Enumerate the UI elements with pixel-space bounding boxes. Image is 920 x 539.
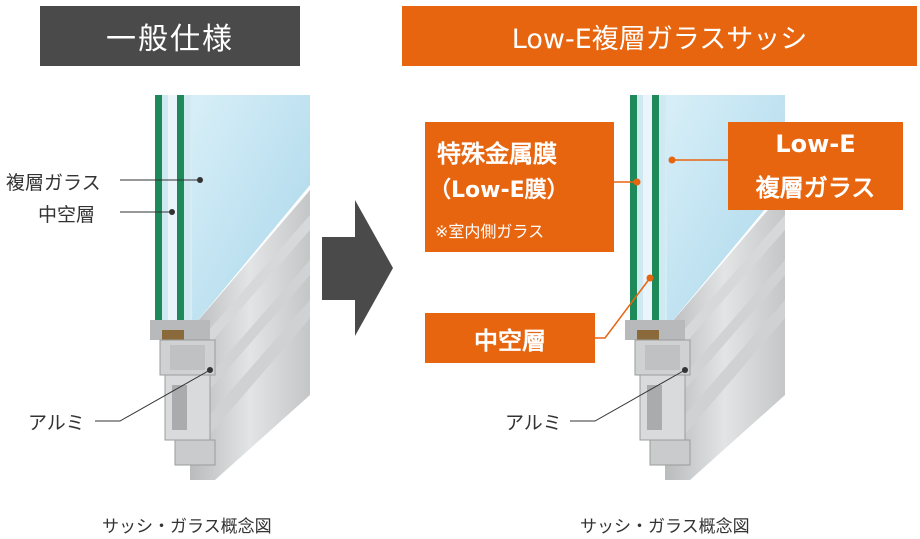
special-film-line1: 特殊金属膜 (437, 140, 557, 168)
left-sash-figure (95, 95, 310, 480)
air-layer-box-text: 中空層 (474, 326, 546, 355)
label-aluminum: アルミ (28, 412, 85, 434)
label-double-glass: 複層ガラス (6, 172, 101, 194)
header-general-spec-text: 一般仕様 (106, 22, 234, 57)
lowe-glass-box: Low-E 複層ガラス (728, 122, 903, 210)
special-film-box: 特殊金属膜 （Low-E膜） ※室内側ガラス (425, 122, 614, 252)
right-air-gap (643, 95, 652, 335)
label-air-layer: 中空層 (38, 204, 96, 226)
header-lowe-sash-text: Low-E複層ガラスサッシ (511, 23, 808, 55)
left-glass-pane (190, 95, 310, 330)
caption-left: サッシ・ガラス概念図 (102, 517, 272, 537)
arrow-icon (322, 200, 393, 336)
label-aluminum-right: アルミ (505, 412, 562, 434)
lowe-glass-line1: Low-E (775, 130, 856, 158)
right-sash-figure (570, 95, 785, 480)
lowe-glass-line2: 複層ガラス (755, 174, 876, 202)
caption-right: サッシ・ガラス概念図 (580, 517, 750, 537)
right-glass-edge-inner (652, 95, 659, 335)
header-general-spec: 一般仕様 (40, 6, 300, 66)
left-air-gap (168, 95, 177, 335)
right-glass-edge-outer (630, 95, 637, 335)
left-glass-edge-outer (155, 95, 162, 335)
air-layer-box: 中空層 (425, 313, 595, 363)
special-film-note: ※室内側ガラス (435, 222, 545, 241)
special-film-line2: （Low-E膜） (429, 178, 569, 203)
left-glass-edge-inner (177, 95, 184, 335)
header-lowe-sash: Low-E複層ガラスサッシ (402, 6, 917, 66)
